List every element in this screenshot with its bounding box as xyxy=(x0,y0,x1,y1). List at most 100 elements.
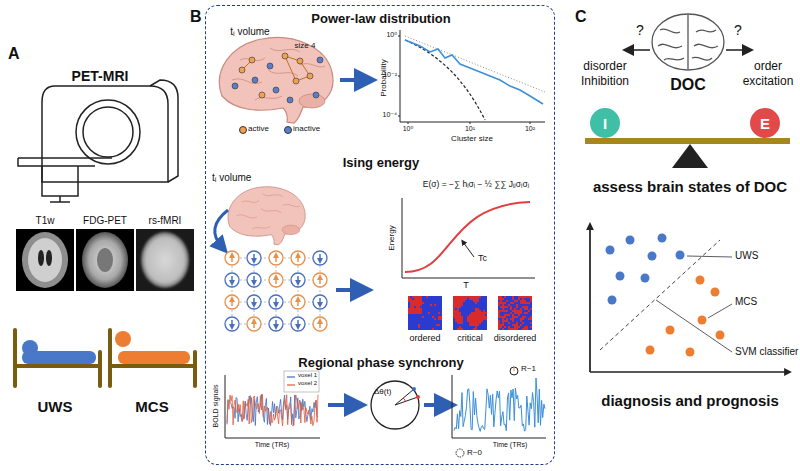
spin-cell xyxy=(508,304,510,306)
spin-cell xyxy=(432,296,434,298)
spin-cell xyxy=(426,326,428,328)
spin-cell xyxy=(498,316,500,318)
patient-beds xyxy=(22,340,38,356)
spin-site xyxy=(225,317,239,331)
spin-cell xyxy=(520,312,522,314)
cluster-dots xyxy=(259,92,265,98)
spin-cell xyxy=(528,324,530,326)
spin-cell xyxy=(410,308,412,310)
spin-cell xyxy=(512,310,514,312)
spin-cell xyxy=(440,322,442,324)
spin-cell xyxy=(430,322,432,324)
spin-cell xyxy=(528,308,530,310)
spin-cell xyxy=(510,298,512,300)
spin-cell xyxy=(516,316,518,318)
spin-cell xyxy=(528,328,530,330)
spin-arrow xyxy=(319,321,321,328)
spin-cell xyxy=(469,324,471,326)
spin-cell xyxy=(440,308,442,310)
panel-letter: A xyxy=(8,45,20,63)
brain-outline xyxy=(652,14,724,70)
spin-cell xyxy=(414,312,416,314)
spin-cell xyxy=(436,324,438,326)
spin-cell xyxy=(414,322,416,324)
spin-cell xyxy=(457,310,459,312)
spin-cell xyxy=(473,310,475,312)
spin-cell xyxy=(512,316,514,318)
svm-plot xyxy=(676,251,685,260)
spin-cell xyxy=(455,300,457,302)
cluster-dots xyxy=(285,56,310,81)
spin-cell xyxy=(481,306,483,308)
spin-cell xyxy=(420,296,422,298)
spin-cell xyxy=(410,304,412,306)
spin-cell xyxy=(475,300,477,302)
pet-mri-scanner xyxy=(18,158,95,166)
spin-cell xyxy=(410,318,412,320)
patient-beds xyxy=(118,351,190,364)
spin-cell xyxy=(473,312,475,314)
spin-cell xyxy=(416,326,418,328)
spin-arrow xyxy=(319,298,321,305)
spin-cell xyxy=(434,320,436,322)
spin-cell xyxy=(440,310,442,312)
annotation-label: tᵢ volume xyxy=(212,172,251,184)
spin-cell xyxy=(481,328,483,330)
spin-cell xyxy=(465,304,467,306)
spin-cell xyxy=(522,316,524,318)
annotation-label: critical xyxy=(457,333,483,343)
spin-cell xyxy=(518,306,520,308)
spin-cell xyxy=(434,314,436,316)
spin-cell xyxy=(459,322,461,324)
spin-site xyxy=(269,295,283,309)
phase-circle xyxy=(371,381,419,429)
spin-cell xyxy=(432,306,434,308)
svm-plot xyxy=(656,300,732,352)
spin-cell xyxy=(526,324,528,326)
spin-cell xyxy=(504,296,506,298)
spin-cell xyxy=(473,298,475,300)
spin-cell xyxy=(485,316,487,318)
spin-cell xyxy=(473,314,475,316)
annotation-label: ? xyxy=(734,22,742,38)
spin-cell xyxy=(434,298,436,300)
spin-cell xyxy=(479,322,481,324)
spin-cell xyxy=(408,312,410,314)
svm-plot xyxy=(686,348,695,357)
spin-cell xyxy=(520,306,522,308)
spin-cell xyxy=(432,320,434,322)
spin-cell xyxy=(408,322,410,324)
spin-cell xyxy=(467,312,469,314)
spin-cell xyxy=(424,316,426,318)
spin-cell xyxy=(520,314,522,316)
ising-spins xyxy=(225,251,327,331)
spin-cell xyxy=(453,302,455,304)
spin-cell xyxy=(510,312,512,314)
spin-cell xyxy=(438,304,440,306)
spin-site xyxy=(291,295,305,309)
spin-cell xyxy=(516,308,518,310)
cluster-dots xyxy=(297,58,303,64)
spin-cell xyxy=(469,312,471,314)
spin-cell xyxy=(524,320,526,322)
spin-cell xyxy=(410,310,412,312)
spin-cell xyxy=(512,302,514,304)
spin-cell xyxy=(528,316,530,318)
spin-cell xyxy=(524,296,526,298)
spin-cell xyxy=(481,318,483,320)
annotation-label: 10⁰ xyxy=(403,125,414,133)
spin-cell xyxy=(420,304,422,306)
spin-cell xyxy=(473,308,475,310)
spin-cell xyxy=(418,306,420,308)
spin-cell xyxy=(485,304,487,306)
spin-cell xyxy=(481,312,483,314)
spin-cell xyxy=(481,300,483,302)
spin-cell xyxy=(459,320,461,322)
spin-cell xyxy=(434,324,436,326)
spin-cell xyxy=(414,320,416,322)
spin-cell xyxy=(465,296,467,298)
spin-cell xyxy=(508,320,510,322)
spin-cell xyxy=(422,314,424,316)
spin-cell xyxy=(459,300,461,302)
spin-cell xyxy=(461,316,463,318)
